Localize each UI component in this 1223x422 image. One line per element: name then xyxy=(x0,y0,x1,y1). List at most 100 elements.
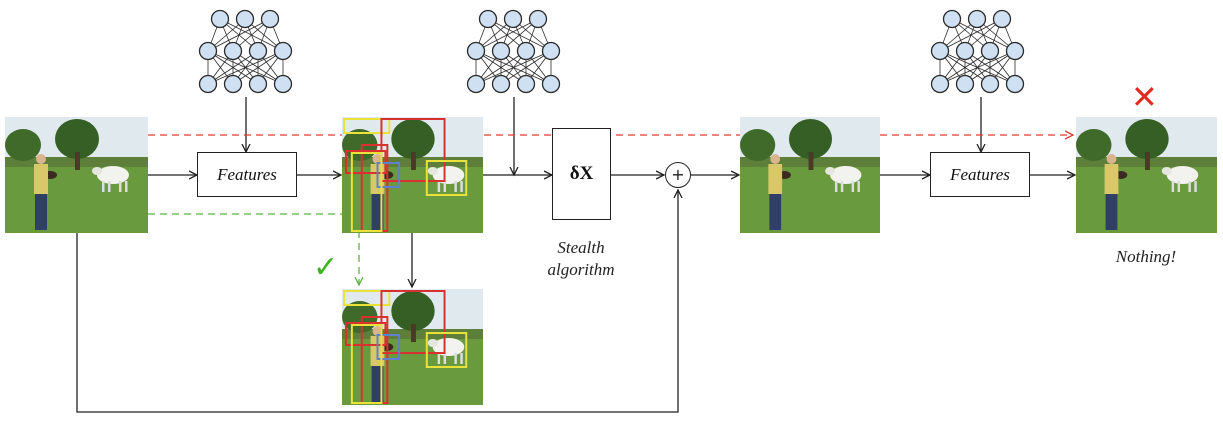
cow-head xyxy=(427,167,438,175)
plus-symbol: + xyxy=(671,165,685,184)
neuron-node xyxy=(223,74,243,94)
cow-head xyxy=(427,339,438,347)
cow-leg xyxy=(460,181,463,192)
neuron-node xyxy=(980,41,1000,61)
network-edge xyxy=(207,18,271,52)
neuron-node xyxy=(491,41,511,61)
caption-line-2: algorithm xyxy=(547,260,615,279)
person-legs xyxy=(371,194,384,230)
neuron-node xyxy=(930,74,950,94)
detection-box xyxy=(350,152,383,232)
detection-box xyxy=(380,290,446,354)
output-image xyxy=(1076,117,1217,233)
neuron-node xyxy=(942,9,962,29)
neuron-node xyxy=(516,41,536,61)
detection-box xyxy=(425,160,468,196)
cow-body xyxy=(432,338,465,356)
cow-body xyxy=(432,166,465,184)
cow-leg xyxy=(460,353,463,364)
person-shirt xyxy=(1104,164,1119,194)
person-legs xyxy=(769,194,782,230)
neuron-node xyxy=(955,41,975,61)
cow-leg xyxy=(454,353,457,364)
person-legs xyxy=(1105,194,1118,230)
neuron-node xyxy=(198,74,218,94)
tree xyxy=(1125,119,1169,159)
cow-leg xyxy=(119,181,122,192)
detection-result-image xyxy=(342,289,483,405)
neuron-node xyxy=(491,74,511,94)
detection-box xyxy=(376,162,401,188)
network-edge xyxy=(475,50,527,85)
stealth-algorithm-caption: Stealth algorithm xyxy=(531,237,631,281)
neuron-node xyxy=(273,41,293,61)
network-edge xyxy=(207,50,259,85)
cow-body xyxy=(97,166,129,184)
neuron-node xyxy=(1005,41,1025,61)
perturbed-image xyxy=(740,117,880,233)
features-block-2: Features xyxy=(930,152,1030,197)
detection-box xyxy=(350,324,383,404)
neuron-node xyxy=(980,74,1000,94)
neuron-node xyxy=(967,9,987,29)
input-image xyxy=(5,117,148,233)
person-legs xyxy=(35,194,47,230)
neural-network-icon-1 xyxy=(198,9,293,94)
network-edge xyxy=(207,50,284,85)
cow-head xyxy=(92,167,102,175)
nothing-caption: Nothing! xyxy=(1115,247,1177,266)
person-legs xyxy=(371,366,384,402)
tree xyxy=(788,119,833,159)
person-head xyxy=(1106,154,1117,164)
cow-leg xyxy=(1194,181,1197,192)
neuron-node xyxy=(248,41,268,61)
tree-trunk xyxy=(808,152,814,170)
neuron-node xyxy=(260,9,280,29)
tree xyxy=(740,129,776,161)
delta-x-block: δX xyxy=(552,128,611,220)
network-edge xyxy=(475,18,539,52)
neuron-node xyxy=(198,41,218,61)
cow-leg xyxy=(1177,181,1181,192)
cow-leg xyxy=(443,181,447,192)
neuron-node xyxy=(478,9,498,29)
caption-line-1: Stealth xyxy=(557,238,605,257)
neuron-node xyxy=(248,74,268,94)
tree-trunk xyxy=(411,152,416,170)
cow-leg xyxy=(437,181,441,192)
neuron-node xyxy=(992,9,1012,29)
person-shirt xyxy=(768,164,783,194)
cow-head xyxy=(1161,167,1172,175)
person-head xyxy=(372,154,383,164)
neuron-node xyxy=(223,41,243,61)
neuron-node xyxy=(1005,74,1025,94)
tree xyxy=(55,119,99,159)
detection-box xyxy=(425,332,468,368)
detection-image xyxy=(342,117,483,233)
person-head xyxy=(372,326,383,336)
features-block-1: Features xyxy=(197,152,297,197)
network-edge xyxy=(232,50,284,85)
tree-trunk xyxy=(75,152,80,170)
cow-leg xyxy=(443,353,447,364)
neuron-node xyxy=(503,9,523,29)
cow-leg xyxy=(1188,181,1191,192)
neural-network-icon-3 xyxy=(930,9,1025,94)
cow-leg xyxy=(851,181,855,192)
neuron-node xyxy=(955,74,975,94)
cow-body xyxy=(1166,166,1199,184)
tree xyxy=(1076,129,1112,161)
neuron-node xyxy=(528,9,548,29)
neuron-node xyxy=(541,41,561,61)
neuron-node xyxy=(466,41,486,61)
cow-leg xyxy=(857,181,860,192)
features-label: Features xyxy=(950,164,1010,184)
neuron-node xyxy=(210,9,230,29)
tree-trunk xyxy=(411,324,416,342)
network-edge xyxy=(964,50,1016,85)
cow-leg xyxy=(108,181,111,192)
cow-leg xyxy=(125,181,128,192)
cow-leg xyxy=(840,181,844,192)
sum-node: + xyxy=(665,162,691,188)
cow-leg xyxy=(1171,181,1175,192)
